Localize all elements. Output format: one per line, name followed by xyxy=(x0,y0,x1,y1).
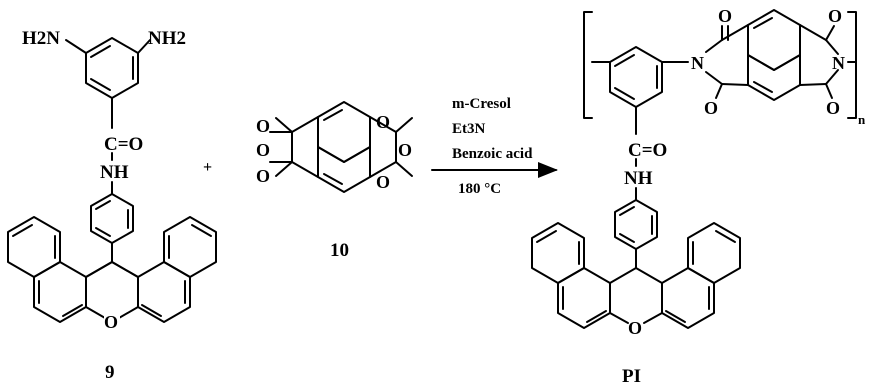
ntda-naphthalene-bottom-ring xyxy=(317,146,371,193)
condition-solvent: m-Cresol xyxy=(452,96,511,112)
repeat-subscript: n xyxy=(858,112,866,127)
amine-right-label: NH2 xyxy=(148,28,186,49)
pi-phenylene-ring xyxy=(614,199,658,250)
ntda-anhydride-o3: O xyxy=(256,166,270,186)
pi-imide-n-right: N xyxy=(832,53,845,73)
ntda-anhydride-o4: O xyxy=(376,112,390,132)
polymer-pi: n N O O O O N C=O xyxy=(531,6,866,385)
pi-xanthene-right-outer-ring xyxy=(687,222,741,284)
plus-sign: + xyxy=(203,159,212,176)
diamine-benzene-ring xyxy=(85,37,139,99)
pi-xanthene-left-outer-ring xyxy=(531,222,585,284)
pi-imide-n-left: N xyxy=(691,53,704,73)
xanthene-right-inner-ring xyxy=(137,261,191,323)
pi-imide-o3: O xyxy=(828,6,842,26)
diamine-carbonyl-label: C=O xyxy=(104,134,143,155)
ntda-anhydride-o1: O xyxy=(256,116,270,136)
amine-left-label: H2N xyxy=(22,28,60,49)
condition-catalyst: Benzoic acid xyxy=(452,146,533,162)
compound-9-label: 9 xyxy=(105,362,115,383)
pi-ndi-bottom-ring xyxy=(747,54,801,101)
xanthene-left-inner-ring xyxy=(33,261,87,323)
monomer-dianhydride: O O O O O O 10 xyxy=(256,101,413,261)
pi-imide-o4: O xyxy=(826,98,840,118)
ntda-naphthalene-top-ring xyxy=(317,101,371,163)
polymer-pi-label: PI xyxy=(622,366,641,385)
pi-amide-nh-label: NH xyxy=(624,168,653,189)
pi-ndi-top-ring xyxy=(747,9,801,71)
pi-benzene-ring xyxy=(609,46,663,108)
condition-temperature: 180 °C xyxy=(458,181,501,197)
repeat-bracket-right xyxy=(847,11,857,119)
ntda-anhydride-o5: O xyxy=(398,140,412,160)
pi-carbonyl-label: C=O xyxy=(628,140,667,161)
xanthene-left-outer-ring xyxy=(7,216,61,278)
pi-imide-o1: O xyxy=(718,6,732,26)
ntda-anhydride-o2: O xyxy=(256,140,270,160)
diamine-xanthene-oxygen: O xyxy=(104,312,118,332)
reaction-conditions: m-Cresol Et3N Benzoic acid 180 °C xyxy=(431,96,558,197)
condition-base: Et3N xyxy=(452,121,486,137)
diamine-amide-nh-label: NH xyxy=(100,162,129,183)
repeat-bracket-left xyxy=(583,11,593,119)
diamine-phenylene-ring xyxy=(90,193,134,244)
xanthene-right-outer-ring xyxy=(163,216,217,278)
pi-xanthene-oxygen: O xyxy=(628,318,642,338)
pi-imide-o2: O xyxy=(704,98,718,118)
compound-10-label: 10 xyxy=(330,240,349,261)
pi-xanthene-right-inner-ring xyxy=(661,267,715,329)
ntda-anhydride-o6: O xyxy=(376,172,390,192)
monomer-diamine: H2N NH2 C=O NH O 9 xyxy=(7,28,217,383)
pi-xanthene-left-inner-ring xyxy=(557,267,611,329)
